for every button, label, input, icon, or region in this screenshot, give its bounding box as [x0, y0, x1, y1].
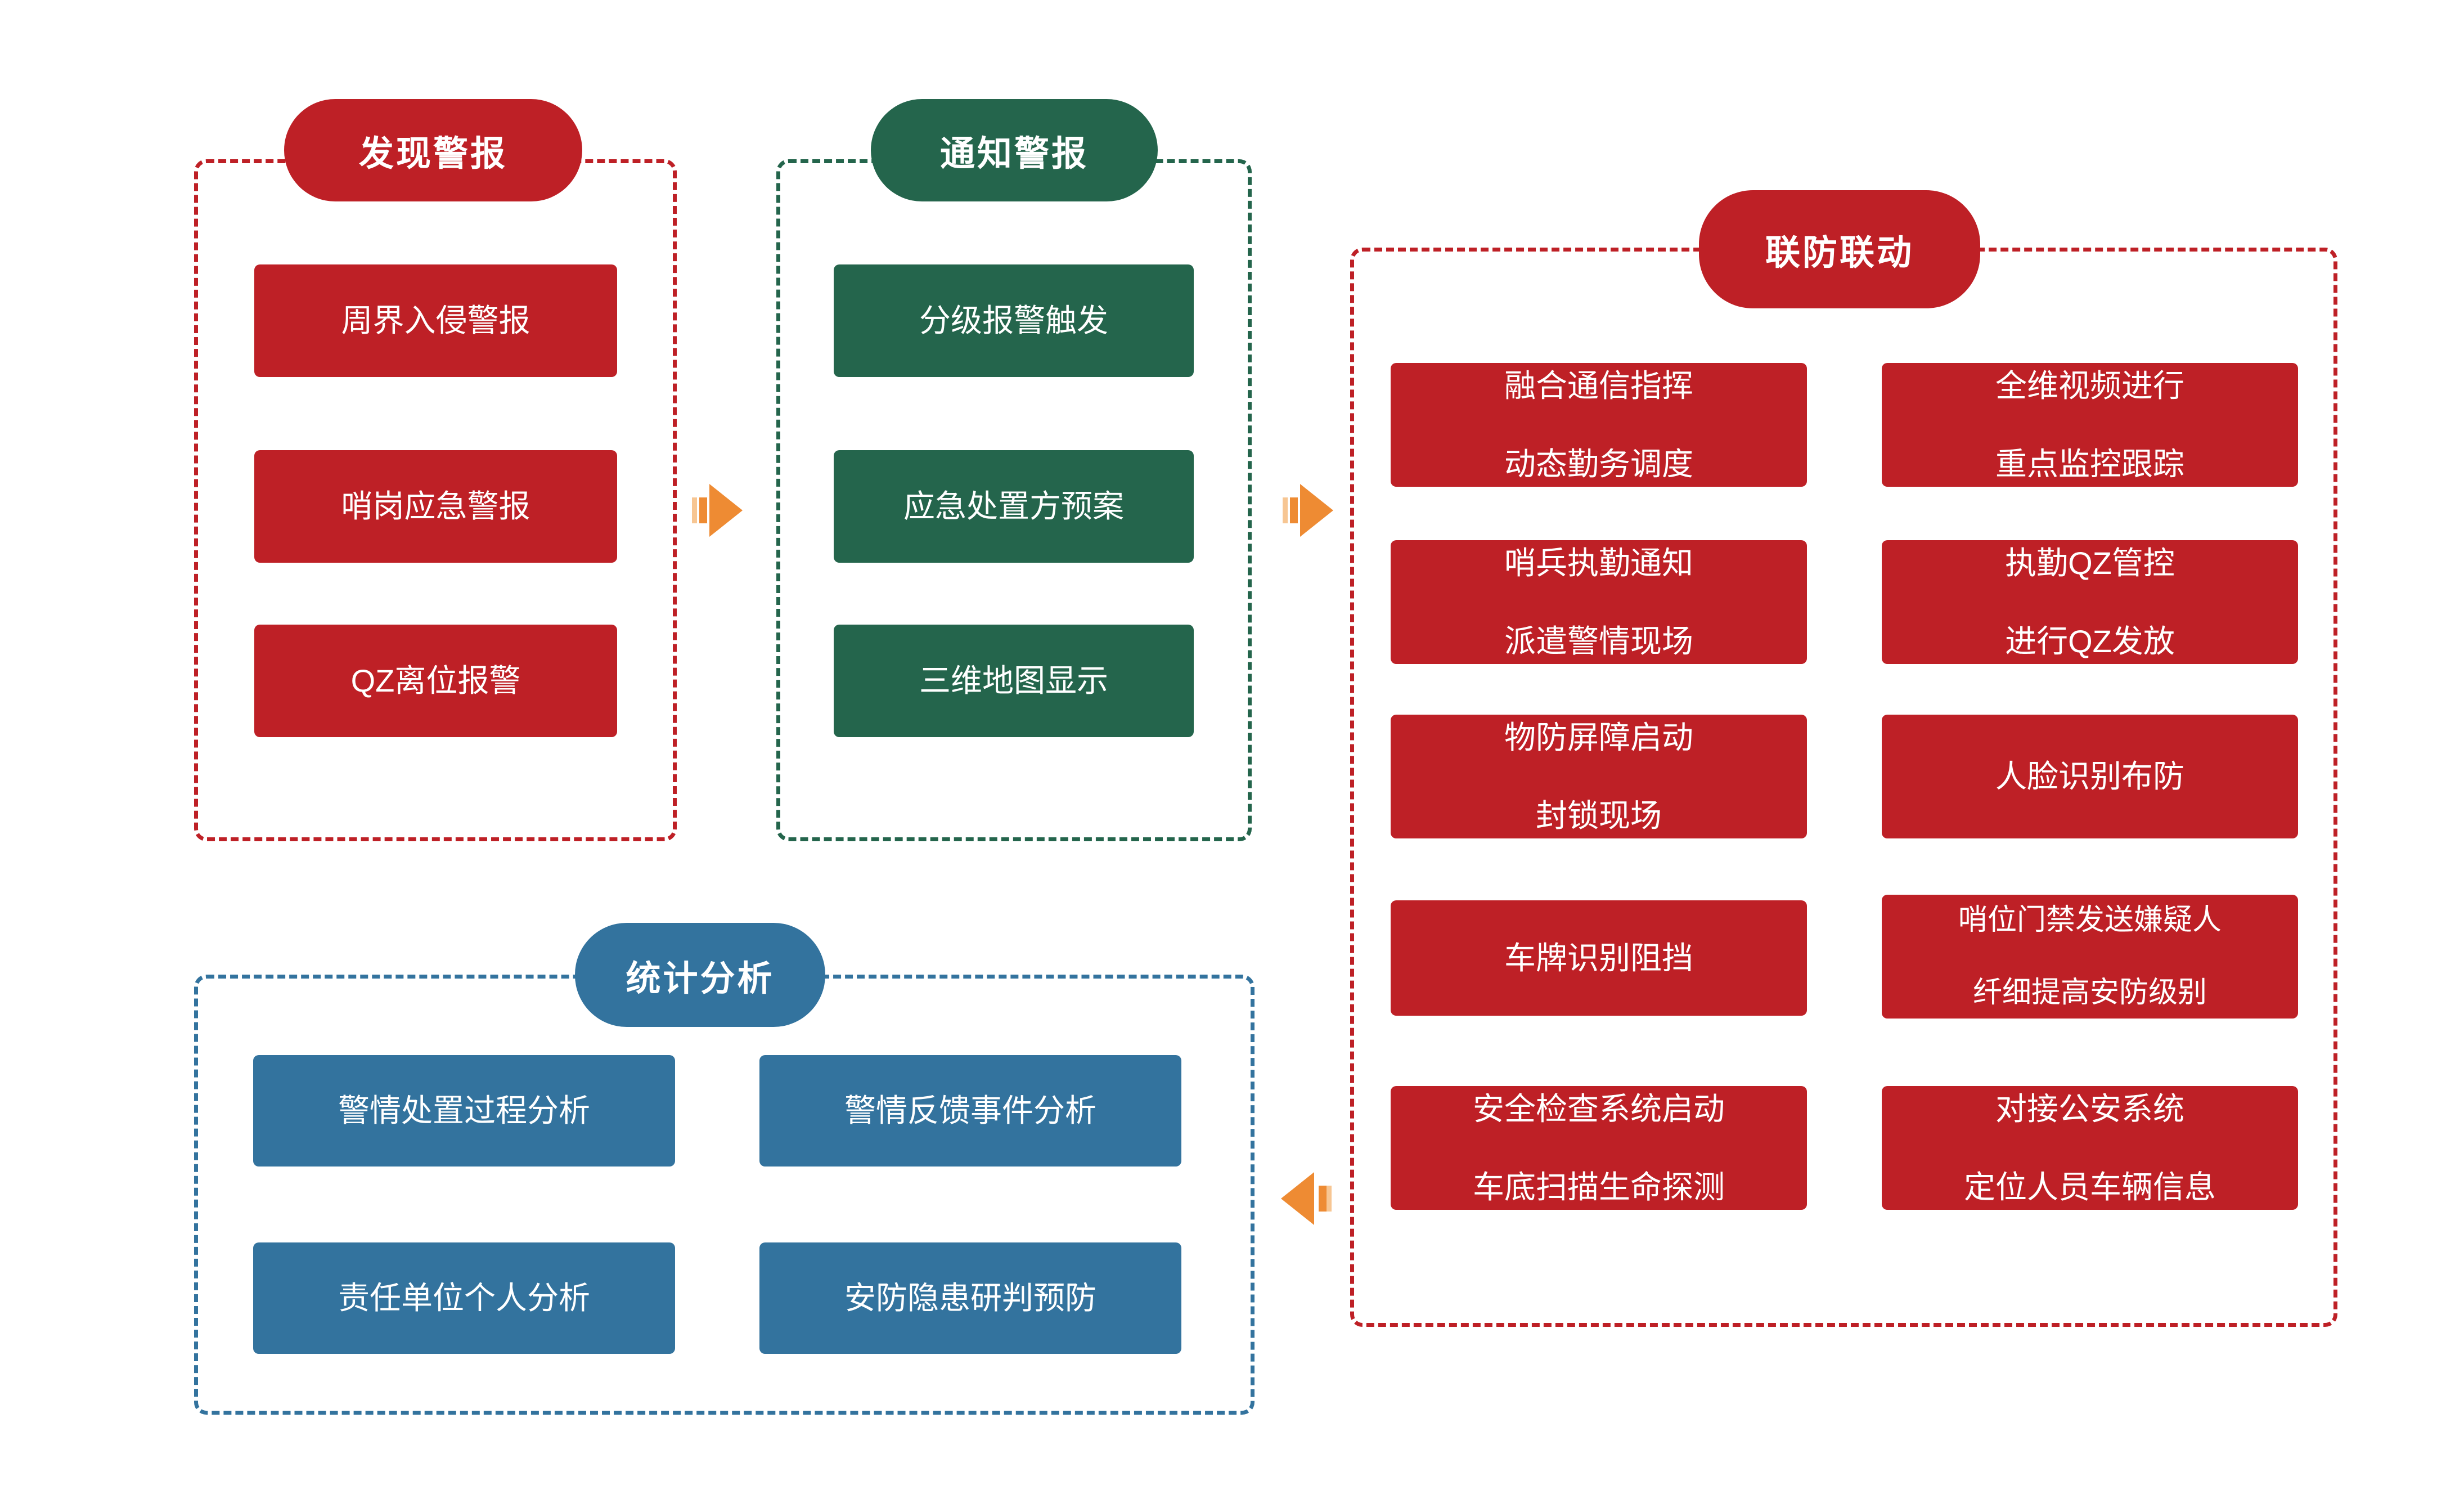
arrow-right-icon — [1283, 484, 1333, 537]
item-label: 哨岗应急警报 — [341, 488, 530, 524]
group-header-discover-alarm[interactable]: 发现警报 — [284, 99, 582, 201]
item-label: 三维地图显示 — [919, 663, 1108, 699]
item-label: 警情反馈事件分析 — [844, 1093, 1096, 1129]
item-label: 周界入侵警报 — [341, 303, 530, 339]
item-label: 执勤QZ管控 进行QZ发放 — [2005, 544, 2175, 661]
item-label-line2: 封锁现场 — [1536, 797, 1662, 833]
item-label-line2: 动态勤务调度 — [1504, 446, 1693, 482]
item-box-sentry-duty-dispatch[interactable]: 哨兵执勤通知 派遣警情现场 — [1391, 540, 1807, 664]
group-header-label: 联防联动 — [1765, 234, 1914, 272]
item-label-line2: 纤细提高安防级别 — [1972, 976, 2207, 1010]
item-label: QZ离位报警 — [350, 663, 521, 699]
item-label: 哨兵执勤通知 派遣警情现场 — [1504, 544, 1693, 661]
item-box-emergency-plan[interactable]: 应急处置方预案 — [834, 450, 1194, 563]
item-label-line1: 对接公安系统 — [1995, 1091, 2184, 1127]
item-label-line2: 派遣警情现场 — [1504, 623, 1693, 659]
item-label-line1: 全维视频进行 — [1995, 367, 2184, 403]
item-label: 警情处置过程分析 — [338, 1093, 590, 1129]
group-header-joint-defense[interactable]: 联防联动 — [1699, 190, 1980, 308]
arrow-discover-to-notify — [691, 479, 761, 541]
arrow-notify-to-joint — [1282, 479, 1352, 541]
item-box-graded-alarm-trigger[interactable]: 分级报警触发 — [834, 264, 1194, 377]
item-label-line2: 定位人员车辆信息 — [1964, 1169, 2216, 1205]
item-label-line1: 物防屏障启动 — [1504, 719, 1693, 755]
item-label: 责任单位个人分析 — [338, 1280, 590, 1316]
arrow-right-icon — [692, 484, 743, 537]
item-box-face-recognition-defense[interactable]: 人脸识别布防 — [1882, 715, 2298, 838]
item-label: 对接公安系统 定位人员车辆信息 — [1964, 1089, 2216, 1206]
item-label: 物防屏障启动 封锁现场 — [1504, 718, 1693, 835]
item-label: 分级报警触发 — [919, 303, 1108, 339]
arrow-left-icon — [1281, 1172, 1332, 1225]
item-box-responsible-unit-analysis[interactable]: 责任单位个人分析 — [253, 1242, 675, 1354]
group-header-notify-alarm[interactable]: 通知警报 — [871, 99, 1158, 201]
item-label-line2: 车底扫描生命探测 — [1473, 1169, 1725, 1205]
item-box-alarm-process-analysis[interactable]: 警情处置过程分析 — [253, 1055, 675, 1167]
item-label-line1: 安全检查系统启动 — [1473, 1091, 1725, 1127]
item-box-plate-recognition-block[interactable]: 车牌识别阻挡 — [1391, 900, 1807, 1016]
item-box-security-check-scan[interactable]: 安全检查系统启动 车底扫描生命探测 — [1391, 1086, 1807, 1210]
arrow-joint-to-statistics — [1277, 1168, 1347, 1230]
item-label: 应急处置方预案 — [903, 488, 1124, 524]
item-label: 融合通信指挥 动态勤务调度 — [1504, 366, 1693, 483]
item-box-duty-qz-control[interactable]: 执勤QZ管控 进行QZ发放 — [1882, 540, 2298, 664]
item-label-line1: 融合通信指挥 — [1504, 367, 1693, 403]
item-box-fusion-comm-command[interactable]: 融合通信指挥 动态勤务调度 — [1391, 363, 1807, 487]
item-box-perimeter-intrusion[interactable]: 周界入侵警报 — [254, 264, 617, 377]
item-label: 哨位门禁发送嫌疑人 纤细提高安防级别 — [1958, 902, 2222, 1011]
group-header-label: 统计分析 — [626, 959, 775, 998]
item-label-line1: 哨位门禁发送嫌疑人 — [1958, 904, 2222, 937]
item-label-line2: 进行QZ发放 — [2005, 623, 2175, 659]
item-box-physical-barrier-lockdown[interactable]: 物防屏障启动 封锁现场 — [1391, 715, 1807, 838]
item-label: 人脸识别布防 — [1995, 759, 2184, 795]
item-label: 车牌识别阻挡 — [1504, 940, 1693, 976]
item-box-public-security-link[interactable]: 对接公安系统 定位人员车辆信息 — [1882, 1086, 2298, 1210]
item-box-sentry-emergency[interactable]: 哨岗应急警报 — [254, 450, 617, 563]
group-header-statistical-analysis[interactable]: 统计分析 — [575, 923, 825, 1027]
item-box-security-risk-prevention[interactable]: 安防隐患研判预防 — [759, 1242, 1181, 1354]
item-label-line1: 执勤QZ管控 — [2005, 545, 2175, 581]
item-label-line1: 哨兵执勤通知 — [1504, 545, 1693, 581]
item-box-3d-map-display[interactable]: 三维地图显示 — [834, 625, 1194, 737]
item-box-alarm-feedback-analysis[interactable]: 警情反馈事件分析 — [759, 1055, 1181, 1167]
item-label: 全维视频进行 重点监控跟踪 — [1995, 366, 2184, 483]
item-box-qz-offpost[interactable]: QZ离位报警 — [254, 625, 617, 737]
item-box-omni-video-tracking[interactable]: 全维视频进行 重点监控跟踪 — [1882, 363, 2298, 487]
group-header-label: 通知警报 — [939, 134, 1089, 173]
item-label-line2: 重点监控跟踪 — [1995, 446, 2184, 482]
item-label: 安防隐患研判预防 — [844, 1280, 1096, 1316]
item-box-gate-suspect-alert[interactable]: 哨位门禁发送嫌疑人 纤细提高安防级别 — [1882, 895, 2298, 1019]
group-header-label: 发现警报 — [358, 134, 507, 173]
item-label: 安全检查系统启动 车底扫描生命探测 — [1473, 1089, 1725, 1206]
